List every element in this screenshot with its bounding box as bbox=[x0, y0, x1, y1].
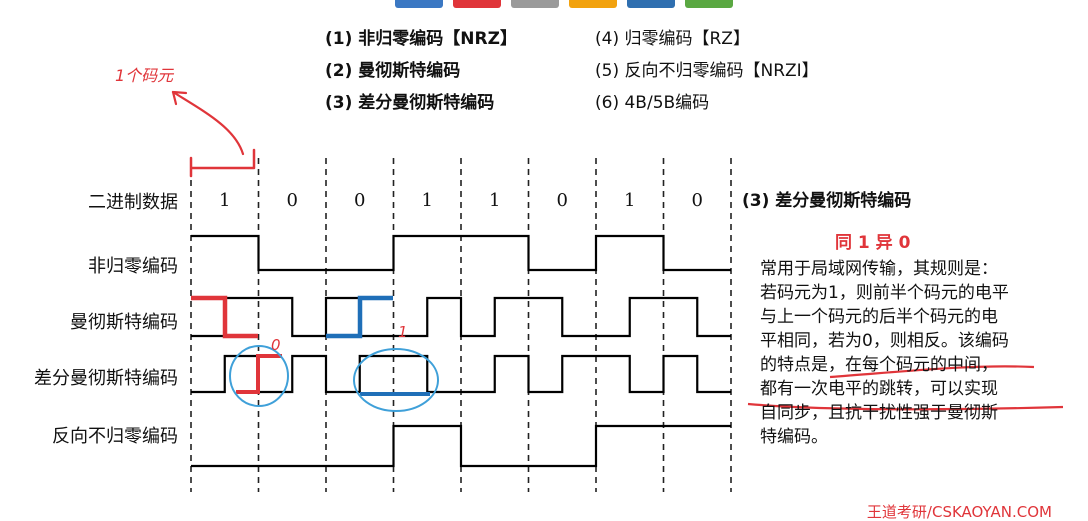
header-color-strip bbox=[395, 0, 733, 8]
header-swatch bbox=[627, 0, 675, 8]
encoding-list-item: (3) 差分曼彻斯特编码 bbox=[325, 88, 494, 118]
zero-mark-annotation: 0 bbox=[271, 336, 281, 354]
annotation-arrow-line bbox=[171, 90, 245, 156]
panel-description: 常用于局域网传输，其规则是： 若码元为1，则前半个码元的电平与上一个码元的后半个码… bbox=[760, 257, 1060, 449]
manchester-highlight-red bbox=[191, 295, 258, 339]
encoding-list-text: 4B/5B编码 bbox=[624, 93, 710, 113]
highlight-circle-zero bbox=[229, 345, 289, 407]
panel-description-line: 常用于局域网传输，其规则是： bbox=[760, 259, 998, 279]
panel-description-line: 都有一次电平的跳转，可以实现 bbox=[760, 379, 998, 399]
panel-description-line: 平相同，若为0，则相反。该编码 bbox=[760, 331, 1009, 351]
encoding-list-number: (2) bbox=[325, 61, 359, 81]
header-swatch bbox=[685, 0, 733, 8]
row-label-diff-manchester: 差分曼彻斯特编码 bbox=[34, 368, 178, 389]
diff-manchester-signal-line bbox=[191, 354, 731, 394]
footer-brand: 王道考研/CSKAOYAN.COM bbox=[866, 503, 1052, 521]
panel-description-line: 的特点是，在每个码元的中间， bbox=[760, 355, 998, 375]
symbol-width-bracket bbox=[189, 148, 256, 178]
encoding-list-item: (2) 曼彻斯特编码 bbox=[325, 56, 460, 86]
encoding-list-text: 曼彻斯特编码 bbox=[358, 61, 461, 81]
encoding-list-text: 差分曼彻斯特编码 bbox=[358, 93, 495, 113]
manchester-highlight-blue bbox=[326, 295, 393, 339]
encoding-list-number: (5) bbox=[595, 61, 625, 81]
row-label-nrzi: 反向不归零编码 bbox=[52, 426, 178, 447]
panel-title: (3) 差分曼彻斯特编码 bbox=[742, 191, 912, 211]
encoding-list-item: (5) 反向不归零编码【NRZI】 bbox=[595, 56, 819, 86]
encoding-list-text: 归零编码【RZ】 bbox=[624, 29, 750, 49]
annotation-arrow-head bbox=[171, 90, 188, 106]
diff-manchester-highlight-red bbox=[236, 354, 282, 394]
encoding-list-number: (4) bbox=[595, 29, 625, 49]
encoding-list-text: 非归零编码【NRZ】 bbox=[358, 29, 517, 49]
nrzi-signal-line bbox=[191, 424, 731, 468]
row-label-manchester: 曼彻斯特编码 bbox=[70, 312, 178, 333]
header-swatch bbox=[453, 0, 501, 8]
panel-strike-mark bbox=[747, 402, 1064, 411]
encoding-list-number: (6) bbox=[595, 93, 625, 113]
bit-value: 0 bbox=[286, 190, 298, 211]
encoding-list-number: (3) bbox=[325, 93, 359, 113]
encoding-list-item: (4) 归零编码【RZ】 bbox=[595, 24, 750, 54]
bit-value: 1 bbox=[489, 190, 501, 211]
header-swatch bbox=[395, 0, 443, 8]
bit-value: 1 bbox=[421, 190, 433, 211]
encoding-list-item: (1) 非归零编码【NRZ】 bbox=[325, 24, 517, 54]
panel-description-line: 若码元为1，则前半个码元的电平 bbox=[760, 283, 1009, 303]
bit-value: 0 bbox=[354, 190, 366, 211]
header-swatch bbox=[511, 0, 559, 8]
bit-value: 1 bbox=[219, 190, 231, 211]
encoding-list-item: (6) 4B/5B编码 bbox=[595, 88, 709, 118]
bit-value: 1 bbox=[624, 190, 636, 211]
bit-value: 0 bbox=[691, 190, 703, 211]
panel-subtitle: 同 1 异 0 bbox=[835, 233, 911, 253]
encoding-list-text: 反向不归零编码【NRZI】 bbox=[624, 61, 819, 81]
header-swatch bbox=[569, 0, 617, 8]
row-label-nrz: 非归零编码 bbox=[88, 256, 178, 277]
highlight-circle-one bbox=[353, 348, 439, 412]
one-mark-annotation: 1 bbox=[398, 323, 408, 341]
row-label-binary: 二进制数据 bbox=[88, 192, 178, 213]
bit-value: 0 bbox=[556, 190, 568, 211]
panel-underline-mark bbox=[829, 365, 1035, 379]
manchester-signal-line bbox=[191, 296, 731, 338]
panel-description-line: 特编码。 bbox=[760, 427, 828, 447]
panel-description-line: 自同步，且抗干扰性强于曼彻斯 bbox=[760, 403, 998, 423]
nrz-signal-line bbox=[191, 234, 731, 272]
encoding-list-number: (1) bbox=[325, 29, 359, 49]
panel-description-line: 与上一个码元的后半个码元的电 bbox=[760, 307, 998, 327]
one-symbol-annotation: 1个码元 bbox=[115, 66, 174, 85]
